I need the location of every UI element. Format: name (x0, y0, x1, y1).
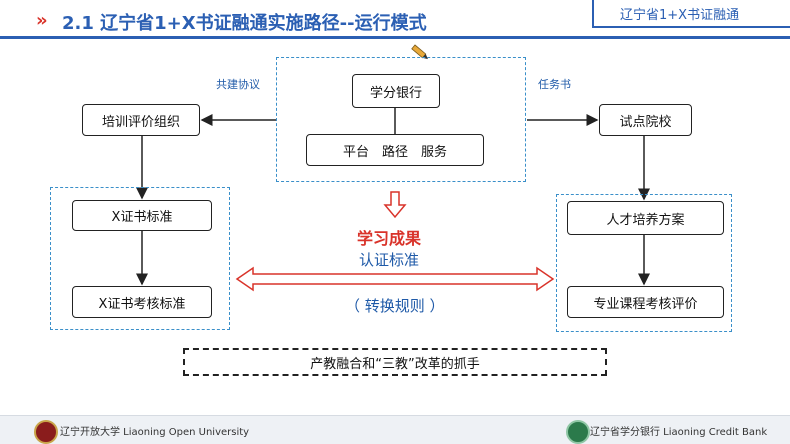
label-agreement: 共建协议 (216, 78, 260, 91)
footer-university-name: 辽宁开放大学 Liaoning Open University (60, 427, 250, 438)
left-standards-group (50, 187, 230, 330)
right-curriculum-group (556, 194, 732, 332)
x-cert-exam-standard-box: X证书考核标准 (72, 286, 212, 318)
header-divider (0, 36, 790, 39)
footer-bar: 辽宁开放大学 Liaoning Open University 辽宁省学分银行 … (0, 415, 790, 444)
header-right-underline (592, 26, 790, 28)
footer-credit-bank-name: 辽宁省学分银行 Liaoning Credit Bank (590, 427, 768, 438)
platform-box: 平台 路径 服务 (306, 134, 484, 166)
label-task: 任务书 (538, 78, 571, 91)
double-arrow-icon (235, 266, 555, 292)
university-logo-icon (34, 420, 58, 444)
learning-outcomes-title: 学习成果 (357, 229, 422, 248)
down-arrow-icon (383, 191, 407, 219)
certification-standard-label: 认证标准 (359, 251, 420, 269)
reform-lever-note: 产教融合和“三教”改革的抓手 (183, 348, 607, 376)
header-bar: » 2.1 辽宁省1+X书证融通实施路径--运行模式 辽宁省1+X书证融通 (0, 0, 790, 40)
chevron-icon: » (36, 10, 47, 31)
course-assessment-box: 专业课程考核评价 (567, 286, 724, 318)
x-cert-standard-box: X证书标准 (72, 200, 212, 231)
page-title: 2.1 辽宁省1+X书证融通实施路径--运行模式 (62, 13, 427, 34)
header-right-panel (592, 0, 790, 26)
credit-bank-logo-icon (566, 420, 590, 444)
conversion-rule-label: （ 转换规则 ） (345, 297, 445, 315)
pilot-school-box: 试点院校 (599, 104, 692, 136)
talent-plan-box: 人才培养方案 (567, 201, 724, 235)
training-org-box: 培训评价组织 (82, 104, 200, 136)
credit-bank-box: 学分银行 (352, 74, 440, 108)
credit-bank-group (276, 57, 526, 182)
header-right-title: 辽宁省1+X书证融通 (620, 8, 740, 23)
